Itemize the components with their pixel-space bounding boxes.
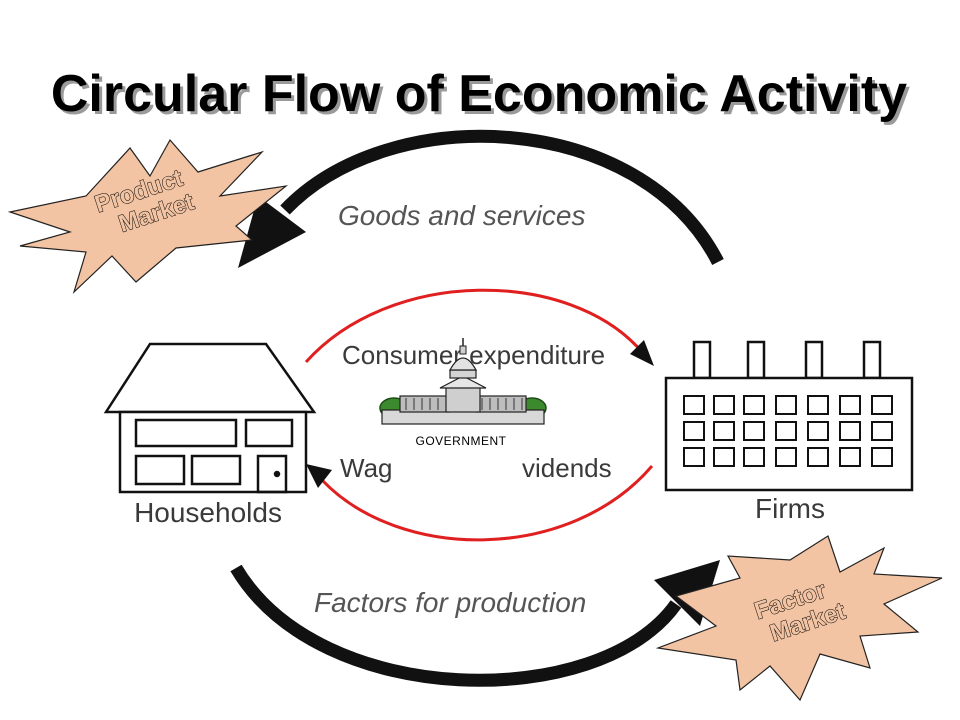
page-title-shadow: Circular Flow of Economic Activity (54, 68, 910, 126)
households-label: Households (134, 497, 282, 528)
factor-market-burst: Factor Market (655, 535, 943, 702)
factors-production-arrow (230, 560, 720, 687)
factors-production-label: Factors for production (314, 587, 586, 618)
firms-label: Firms (755, 493, 825, 524)
wages-label-left: Wag (340, 453, 393, 483)
government-label: GOVERNMENT (415, 434, 506, 448)
firms-factory-icon (664, 340, 914, 492)
household-house-icon (103, 342, 317, 494)
goods-services-label: Goods and services (338, 200, 585, 231)
wages-dividends-arrow (306, 464, 654, 542)
government-building-icon (379, 338, 547, 425)
page-title: Circular Flow of Economic Activity (51, 65, 907, 123)
goods-services-arrow (238, 129, 724, 268)
consumer-expenditure-arrow (304, 288, 654, 366)
dividends-label-right: vidends (522, 453, 612, 483)
product-market-burst: Product Market (7, 138, 289, 294)
